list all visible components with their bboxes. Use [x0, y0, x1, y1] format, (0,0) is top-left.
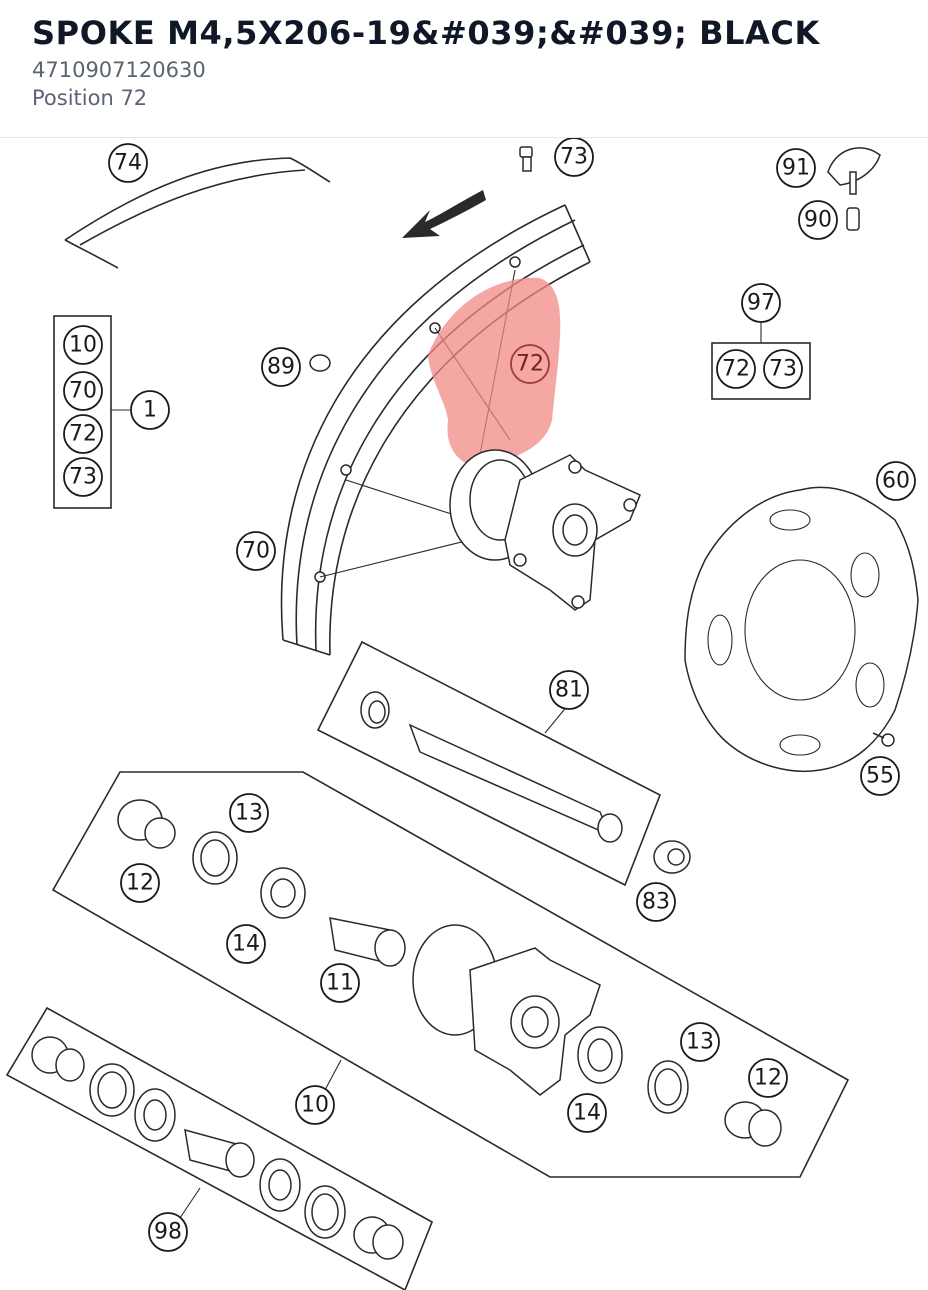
highlight-spoke-72[interactable] [428, 277, 561, 468]
callout-98[interactable]: 98 [148, 1212, 188, 1252]
callout-14-left[interactable]: 14 [226, 924, 266, 964]
svg-text:72: 72 [69, 422, 97, 447]
axle-nut-83-drawing [653, 840, 691, 874]
rim-tape-drawing [64, 157, 331, 269]
svg-text:1: 1 [143, 398, 157, 423]
callout-55[interactable]: 55 [860, 756, 900, 796]
svg-text:73: 73 [769, 357, 797, 382]
svg-text:72: 72 [516, 352, 544, 377]
leader-lines [179, 704, 569, 1219]
valve-nut-90-drawing [846, 207, 860, 231]
svg-text:97: 97 [747, 291, 775, 316]
rotation-arrow-icon [402, 190, 486, 238]
wheel-hub-drawing [449, 449, 641, 611]
callout-1-10[interactable]: 10 [63, 325, 103, 365]
callout-1[interactable]: 1 [130, 390, 170, 430]
svg-text:91: 91 [782, 156, 810, 181]
callout-73[interactable]: 73 [554, 138, 594, 177]
svg-text:70: 70 [69, 379, 97, 404]
svg-text:14: 14 [573, 1101, 601, 1126]
exploded-parts-diagram[interactable]: 74 73 91 90 89 72 97 72 73 10 70 72 73 1… [0, 138, 928, 1290]
svg-text:83: 83 [642, 890, 670, 915]
wheel-rim-drawing [280, 204, 591, 656]
svg-text:14: 14 [232, 932, 260, 957]
callout-90[interactable]: 90 [798, 200, 838, 240]
svg-text:89: 89 [267, 355, 295, 380]
callout-60[interactable]: 60 [876, 461, 916, 501]
axle-box-81 [316, 640, 662, 887]
callout-12-right[interactable]: 12 [748, 1058, 788, 1098]
bearing-kit-box-98 [5, 1006, 434, 1290]
callout-1-70[interactable]: 70 [63, 371, 103, 411]
svg-text:81: 81 [555, 678, 583, 703]
svg-text:12: 12 [126, 871, 154, 896]
svg-text:11: 11 [326, 971, 354, 996]
part-number: 4710907120630 [32, 58, 206, 82]
callout-97[interactable]: 97 [741, 283, 781, 323]
part-header: SPOKE M4,5X206-19&#039;&#039; BLACK 4710… [0, 0, 928, 138]
svg-text:55: 55 [866, 764, 894, 789]
callout-91[interactable]: 91 [776, 148, 816, 188]
callout-97-73[interactable]: 73 [763, 349, 803, 389]
svg-text:10: 10 [301, 1093, 329, 1118]
part-position: Position 72 [32, 86, 148, 110]
svg-text:72: 72 [722, 357, 750, 382]
callout-89[interactable]: 89 [261, 347, 301, 387]
svg-text:74: 74 [114, 151, 142, 176]
kit-box-97 [711, 320, 811, 400]
callout-13-right[interactable]: 13 [680, 1022, 720, 1062]
svg-text:73: 73 [69, 465, 97, 490]
callout-1-73[interactable]: 73 [63, 457, 103, 497]
svg-text:73: 73 [560, 145, 588, 170]
spoke-nipple-73-drawing [519, 146, 533, 172]
callout-74[interactable]: 74 [108, 143, 148, 183]
part-title: SPOKE M4,5X206-19&#039;&#039; BLACK [32, 14, 820, 52]
callout-11[interactable]: 11 [320, 963, 360, 1003]
callout-70[interactable]: 70 [236, 531, 276, 571]
callout-72-highlighted[interactable]: 72 [510, 344, 550, 384]
svg-text:70: 70 [242, 539, 270, 564]
callout-12-left[interactable]: 12 [120, 863, 160, 903]
hub-box-10 [51, 771, 850, 1178]
svg-text:98: 98 [154, 1220, 182, 1245]
rim-plug-89-drawing [309, 354, 331, 372]
kit-box-1 [53, 315, 130, 509]
callout-97-72[interactable]: 72 [716, 349, 756, 389]
svg-text:13: 13 [235, 801, 263, 826]
disc-bolt-55-drawing [872, 732, 895, 747]
svg-text:13: 13 [686, 1030, 714, 1055]
brake-disc-drawing [684, 486, 919, 772]
callout-13-left[interactable]: 13 [229, 793, 269, 833]
svg-text:60: 60 [882, 469, 910, 494]
svg-text:12: 12 [754, 1066, 782, 1091]
callout-83[interactable]: 83 [636, 882, 676, 922]
svg-text:90: 90 [804, 208, 832, 233]
callout-14-right[interactable]: 14 [567, 1093, 607, 1133]
callout-1-72[interactable]: 72 [63, 414, 103, 454]
svg-text:10: 10 [69, 333, 97, 358]
callout-81[interactable]: 81 [549, 670, 589, 710]
valve-cap-91-drawing [827, 147, 881, 195]
callout-10[interactable]: 10 [295, 1085, 335, 1125]
